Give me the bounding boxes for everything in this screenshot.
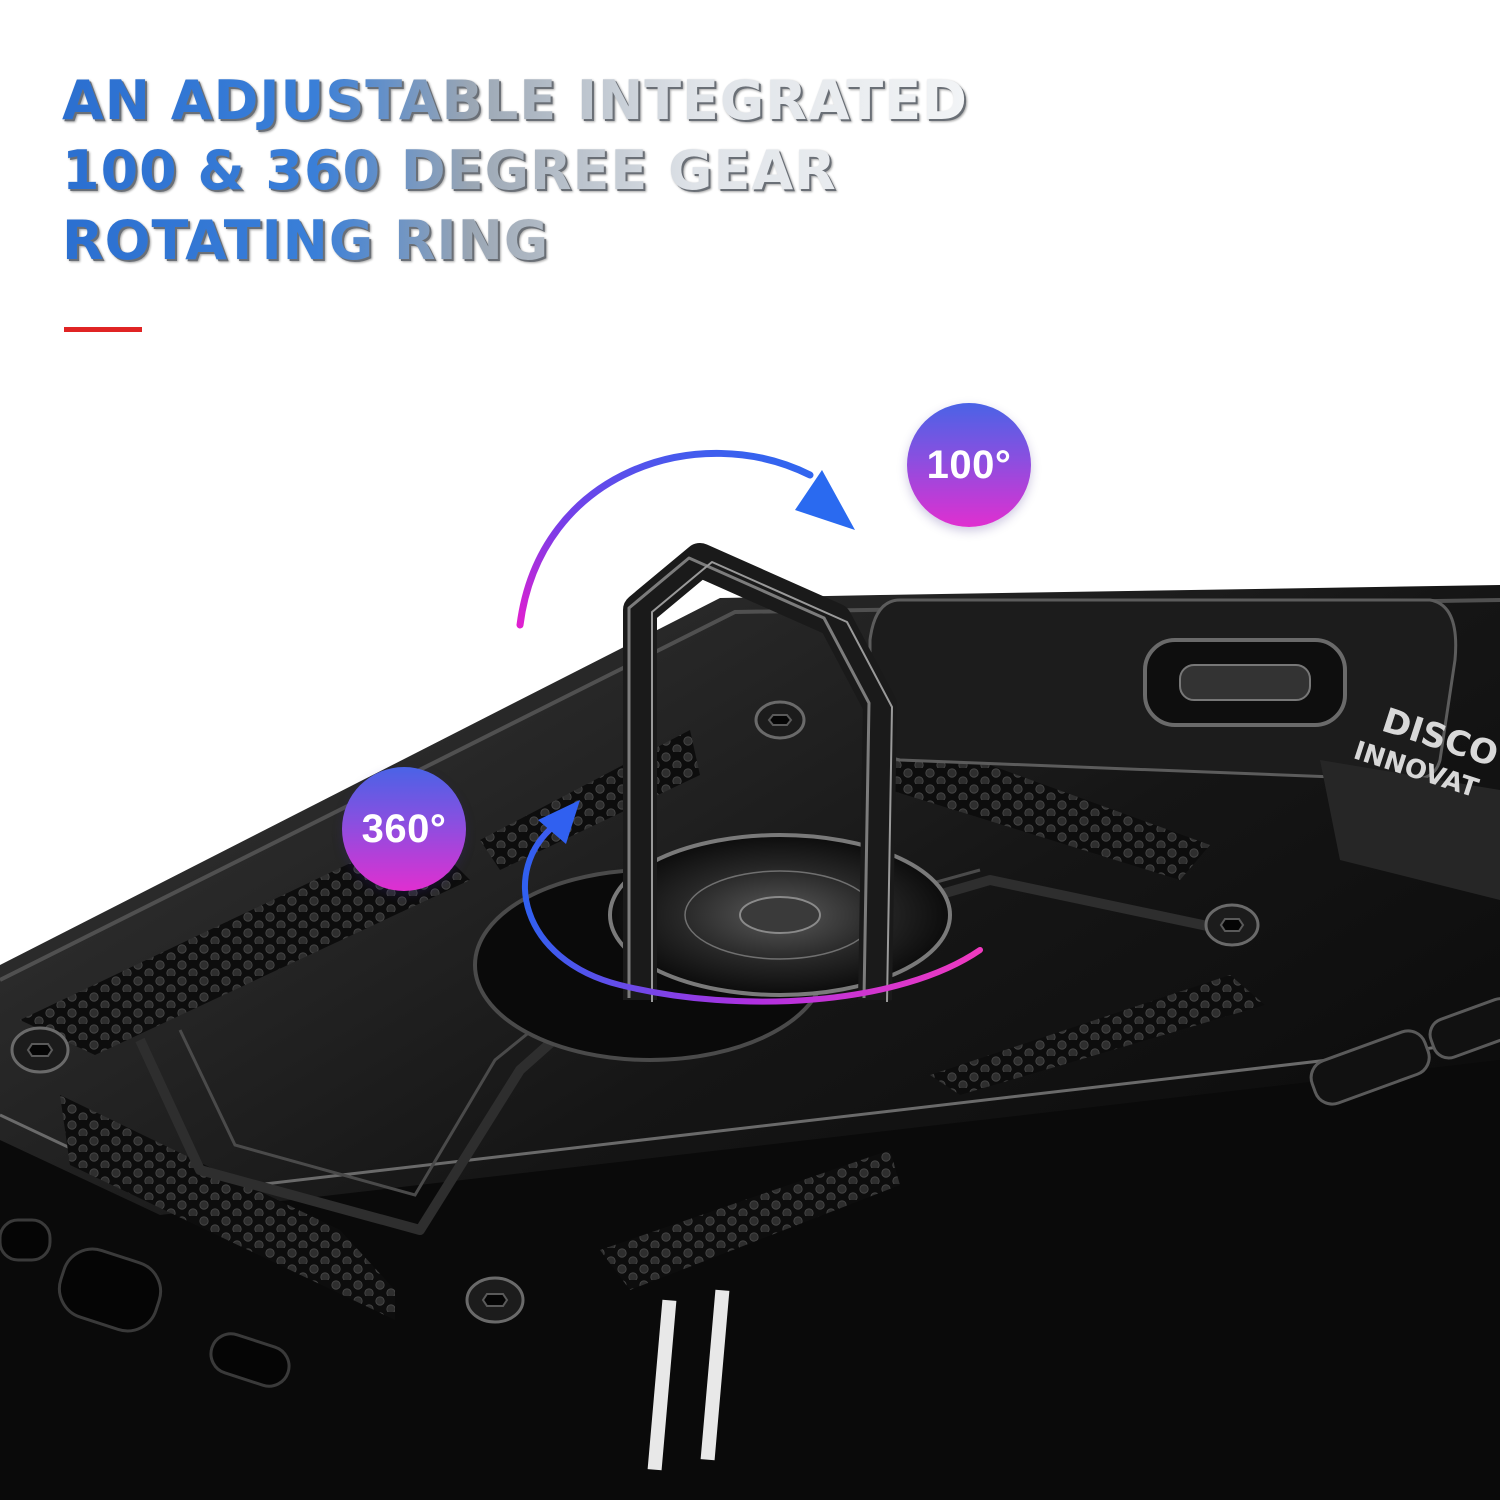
screw-top xyxy=(754,700,806,740)
side-button xyxy=(1309,1029,1431,1106)
port-charging xyxy=(209,1332,291,1388)
grip-panel-left xyxy=(20,830,470,1055)
ring-stand xyxy=(623,543,897,1001)
grip-panel-lower-left xyxy=(60,1095,395,1320)
badge-360-degree: 360° xyxy=(342,767,466,891)
headline-line-1: AN ADJUSTABLE INTEGRATED xyxy=(62,66,968,136)
headline-line-2: 100 & 360 DEGREE GEAR xyxy=(62,136,968,206)
case-bumper-edge xyxy=(0,1060,1500,1500)
badge-360-label: 360° xyxy=(361,806,447,851)
headline: AN ADJUSTABLE INTEGRATED 100 & 360 DEGRE… xyxy=(62,66,968,276)
badge-100-degree: 100° xyxy=(907,403,1031,527)
grip-panel-right xyxy=(930,975,1265,1095)
arrow-360-head xyxy=(538,800,580,844)
screw-right xyxy=(1204,903,1260,947)
screw-bottom xyxy=(465,1276,525,1324)
badge-100-label: 100° xyxy=(926,442,1012,487)
headline-line-3: ROTATING RING xyxy=(62,206,968,276)
arrow-360-arc xyxy=(522,822,983,1005)
arrow-100-head xyxy=(795,470,855,530)
port-mic xyxy=(0,1218,52,1262)
side-button-2 xyxy=(1428,997,1500,1060)
grip-panel-bottom xyxy=(600,1150,900,1290)
accent-rule xyxy=(64,327,142,332)
screw-left xyxy=(10,1026,70,1074)
arrow-100-arc xyxy=(516,449,814,629)
port-speaker xyxy=(57,1247,163,1333)
